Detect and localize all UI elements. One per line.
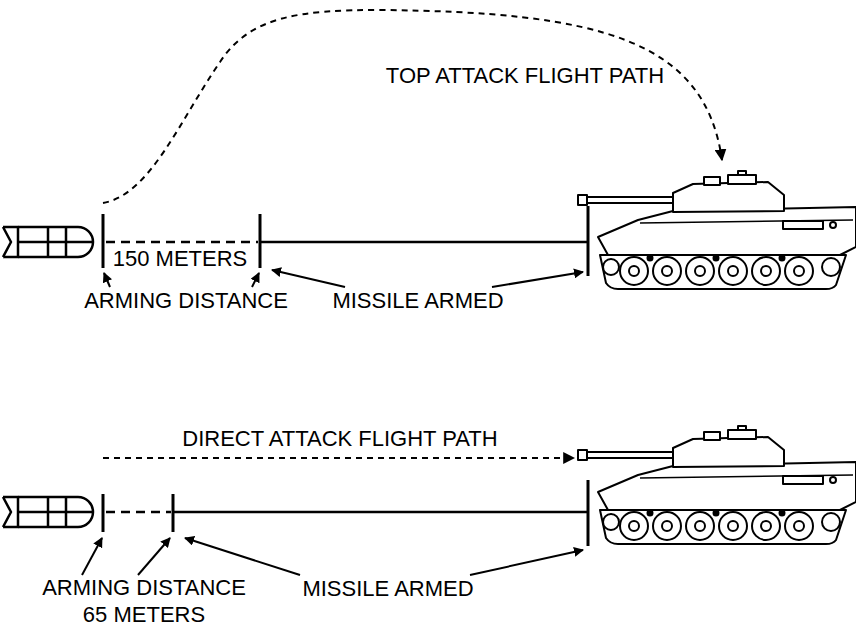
dimension-label: 150 METERS <box>113 245 248 272</box>
armored-vehicle <box>578 171 856 289</box>
missile-icon <box>3 227 93 257</box>
armored-vehicle <box>578 426 856 544</box>
leader-arrows <box>82 538 583 575</box>
dimension-label: ARMING DISTANCE <box>84 287 288 314</box>
direct-attack-path <box>103 457 574 459</box>
top-attack-path <box>103 10 722 203</box>
dimension-label: ARMING DISTANCE 65 METERS <box>37 574 252 628</box>
path-label: TOP ATTACK FLIGHT PATH <box>386 62 664 89</box>
missile-icon <box>3 497 93 527</box>
leader-arrows <box>104 270 583 287</box>
dimension-label: MISSILE ARMED <box>302 575 473 602</box>
range-line <box>103 480 588 546</box>
range-line <box>103 206 588 276</box>
path-label: DIRECT ATTACK FLIGHT PATH <box>182 425 497 452</box>
dimension-label: MISSILE ARMED <box>332 287 503 314</box>
